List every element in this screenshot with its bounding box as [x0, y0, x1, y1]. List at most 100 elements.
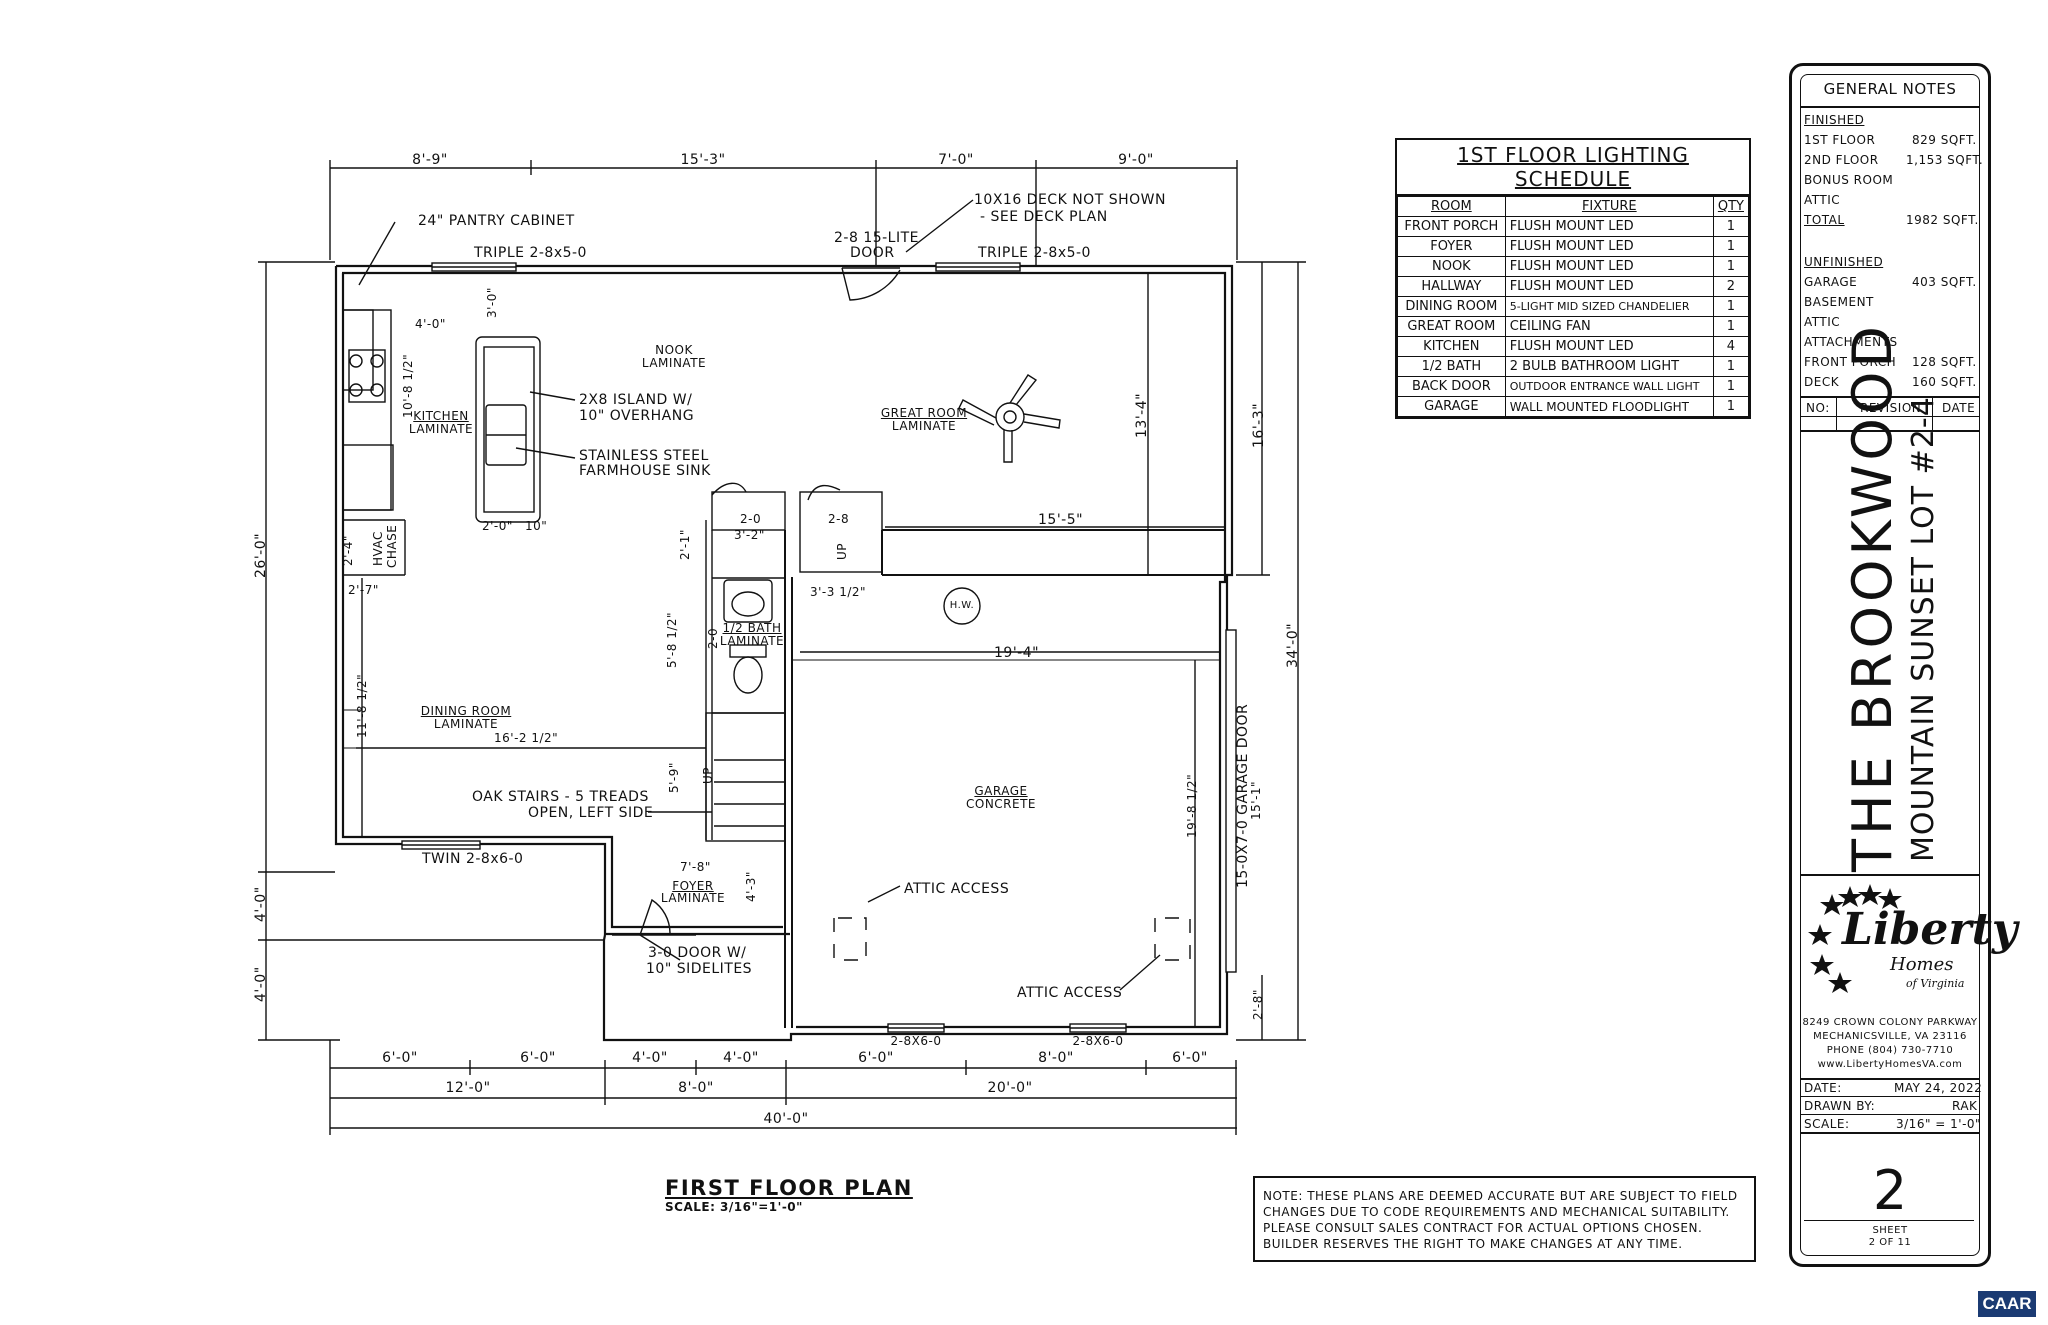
room-nook-floor: LAMINATE [641, 356, 707, 370]
schedule-fixture: 2 BULB BATHROOM LIGHT [1504, 356, 1714, 377]
schedule-header-qty: QTY [1712, 196, 1750, 217]
date-value: MAY 24, 2022 [1894, 1081, 1983, 1095]
room-dining-floor: LAMINATE [433, 717, 499, 731]
callout-front-door-1: 3-0 DOOR W/ [648, 945, 747, 961]
unfinished-value: 403 SQFT. [1912, 275, 1977, 289]
schedule-qty: 4 [1712, 336, 1750, 357]
room-garage: GARAGE [974, 784, 1028, 798]
room-dining: DINING ROOM [420, 704, 512, 718]
dim-bot-3: 4'-0" [632, 1050, 668, 1066]
schedule-fixture: FLUSH MOUNT LED [1504, 276, 1714, 297]
callout-attic-1: ATTIC ACCESS [904, 881, 1010, 897]
finished-value: 1982 SQFT. [1906, 213, 1979, 227]
dim-16-2: 16'-2 1/2" [494, 731, 559, 745]
callout-stairs-1: OAK STAIRS - 5 TREADS [472, 789, 649, 805]
general-notes-title: GENERAL NOTES [1823, 80, 1957, 98]
dim-bot-20: 20'-0" [987, 1080, 1033, 1096]
callout-sink-2: FARMHOUSE SINK [579, 463, 711, 479]
schedule-room: NOOK [1397, 256, 1506, 277]
callout-garage-door: 15-0X7-0 GARAGE DOOR [1235, 703, 1251, 888]
schedule-room: 1/2 BATH [1397, 356, 1506, 377]
callout-deck-1: 10X16 DECK NOT SHOWN [974, 192, 1166, 208]
project-title: THE BROOKWOOD [1841, 322, 1904, 872]
sheet-of: 2 OF 11 [1868, 1237, 1912, 1248]
dim-13-4: 13'-4" [1134, 392, 1150, 438]
dim-10-8: 10'-8 1/2" [401, 353, 415, 418]
finished-label: FINISHED [1804, 113, 1865, 127]
dim-19-8: 19'-8 1/2" [1185, 773, 1199, 838]
scale-value: 3/16" = 1'-0" [1896, 1117, 1982, 1131]
finished-item: ATTIC [1804, 193, 1841, 207]
dim-bot-12: 12'-0" [445, 1080, 491, 1096]
schedule-qty: 1 [1712, 316, 1750, 337]
door-2-8: 2-8 [828, 512, 850, 526]
door-2-0-b: 2-0 [706, 627, 720, 649]
schedule-qty: 1 [1712, 256, 1750, 277]
callout-pantry: 24" PANTRY CABINET [418, 213, 575, 229]
schedule-fixture: FLUSH MOUNT LED [1504, 336, 1714, 357]
dim-19-4: 19'-4" [994, 645, 1040, 661]
schedule-qty: 1 [1712, 236, 1750, 257]
dim-11-8: 11'-8 1/2" [355, 673, 369, 738]
schedule-fixture: CEILING FAN [1504, 316, 1714, 337]
logo-of-virginia: of Virginia [1906, 977, 1965, 990]
dim-4-0: 4'-0" [415, 317, 446, 331]
schedule-fixture: FLUSH MOUNT LED [1504, 256, 1714, 277]
dim-bot-1: 6'-0" [382, 1050, 418, 1066]
schedule-qty: 1 [1712, 216, 1750, 237]
dim-bot-2: 6'-0" [520, 1050, 556, 1066]
schedule-qty: 2 [1712, 276, 1750, 297]
finished-value: 1,153 SQFT. [1906, 153, 1984, 167]
schedule-fixture: WALL MOUNTED FLOODLIGHT [1504, 396, 1714, 417]
lighting-schedule: 1ST FLOOR LIGHTING SCHEDULE ROOM FIXTURE… [1395, 138, 1751, 419]
dim-2-1: 2'-1" [678, 529, 692, 560]
schedule-title: 1ST FLOOR LIGHTING SCHEDULE [1397, 140, 1749, 196]
scale-label: SCALE: [1804, 1117, 1850, 1131]
project-subtitle: MOUNTAIN SUNSET LOT #2-4 [1906, 396, 1941, 862]
dim-2-0: 2'-0" [482, 519, 513, 533]
address-line-4: www.LibertyHomesVA.com [1817, 1059, 1963, 1070]
schedule-header-row: ROOM FIXTURE QTY [1397, 196, 1750, 217]
schedule-room: KITCHEN [1397, 336, 1506, 357]
callout-triple-right: TRIPLE 2-8x5-0 [978, 245, 1091, 261]
room-kitchen-floor: LAMINATE [408, 422, 474, 436]
garage-window-2: 2-8X6-0 [1072, 1034, 1124, 1048]
dim-right-16: 16'-3" [1251, 402, 1267, 448]
disclaimer-line-1: NOTE: THESE PLANS ARE DEEMED ACCURATE BU… [1263, 1189, 1738, 1203]
dim-left-4a: 4'-0" [253, 886, 269, 922]
schedule-fixture: OUTDOOR ENTRANCE WALL LIGHT [1504, 376, 1714, 397]
unfinished-item: DECK [1804, 375, 1840, 389]
dim-top-1: 8'-9" [412, 152, 448, 168]
dim-5-9: 5'-9" [667, 762, 681, 793]
schedule-header-room: ROOM [1397, 196, 1506, 217]
sheet-label: SHEET [1872, 1225, 1908, 1236]
plan-title: FIRST FLOOR PLAN [665, 1176, 913, 1200]
title-block-inner [1800, 74, 1980, 1256]
callout-door-15-1: 2-8 15-LITE [834, 230, 920, 246]
dim-4-3: 4'-3" [744, 871, 758, 902]
schedule-room: HALLWAY [1397, 276, 1506, 297]
finished-item: 2ND FLOOR [1804, 153, 1879, 167]
rev-header-date: DATE [1942, 401, 1976, 415]
schedule-qty: 1 [1712, 396, 1750, 417]
unfinished-value: 160 SQFT. [1912, 375, 1977, 389]
finished-item: 1ST FLOOR [1804, 133, 1876, 147]
disclaimer-note: NOTE: THESE PLANS ARE DEEMED ACCURATE BU… [1253, 1176, 1756, 1262]
unfinished-item: ATTIC [1804, 315, 1841, 329]
disclaimer-line-4: BUILDER RESERVES THE RIGHT TO MAKE CHANG… [1263, 1237, 1683, 1251]
schedule-room: DINING ROOM [1397, 296, 1506, 317]
rev-header-no: NO: [1806, 401, 1830, 415]
dim-7-8: 7'-8" [680, 860, 711, 874]
dim-top-3: 7'-0" [938, 152, 974, 168]
room-nook: NOOK [655, 343, 693, 357]
schedule-room: GARAGE [1397, 396, 1506, 417]
door-2-0-a: 2-0 [740, 512, 762, 526]
schedule-qty: 1 [1712, 356, 1750, 377]
room-kitchen: KITCHEN [413, 409, 469, 423]
hvac-label: HVAC [371, 531, 385, 566]
title-block: GENERAL NOTES FINISHED 1ST FLOOR 829 SQF… [1789, 63, 2017, 1267]
